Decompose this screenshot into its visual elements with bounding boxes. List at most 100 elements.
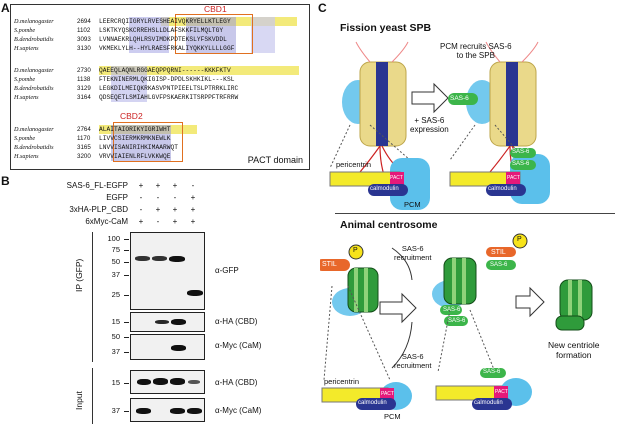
animal-title: Animal centrosome bbox=[340, 219, 438, 231]
band bbox=[187, 408, 202, 414]
blot-gfp bbox=[130, 232, 205, 310]
pact-label: PACT bbox=[507, 175, 520, 181]
species-name: S.pombe bbox=[14, 135, 36, 142]
sequence: FTEKNINERMLQKIGISP-DPDLSKHKIKL---KSL bbox=[99, 76, 235, 83]
blot-label-myc: α-Myc (CaM) bbox=[215, 341, 262, 350]
residue-number: 1170 bbox=[77, 135, 91, 142]
mw-marker: 75 bbox=[111, 245, 120, 254]
new-centriole-label: New centriole formation bbox=[548, 340, 600, 360]
condition-mark: - bbox=[156, 193, 160, 202]
band bbox=[152, 256, 167, 261]
centriole-middle bbox=[432, 233, 528, 326]
residue-number: 2730 bbox=[77, 67, 91, 74]
sequence: LSKTKYQSKCRREHSLLDLAFSKKFILMQLTGY bbox=[99, 27, 224, 34]
band bbox=[171, 345, 186, 351]
sas6-recruitment-bottom: SAS-6 recruitment bbox=[394, 352, 432, 370]
species-name: B.dendrobatidis bbox=[14, 144, 54, 151]
mw-tick bbox=[124, 275, 129, 276]
arrow-icon bbox=[379, 292, 417, 324]
panel-a-letter: A bbox=[1, 1, 10, 15]
ip-bracket bbox=[92, 232, 97, 362]
blot-label-gfp: α-GFP bbox=[215, 266, 239, 275]
blot-input-myc bbox=[130, 398, 205, 422]
ip-label: IP (GFP) bbox=[74, 258, 84, 292]
sas6-recruitment-top-line1: SAS-6 bbox=[401, 244, 424, 253]
pericentrin-left bbox=[329, 158, 430, 210]
sas6-label: SAS-6 bbox=[483, 369, 501, 375]
sas6-label: SAS-6 bbox=[443, 307, 461, 313]
band bbox=[170, 378, 185, 385]
mw-tick bbox=[124, 352, 129, 353]
species-name: B.dendrobatidis bbox=[14, 85, 54, 92]
species-name: S.pombe bbox=[14, 27, 36, 34]
pact-domain-label: PACT domain bbox=[247, 155, 303, 165]
mw-marker: 50 bbox=[111, 257, 120, 266]
sas6-recruitment-bottom-line2: recruitment bbox=[394, 361, 432, 370]
centriole-left bbox=[320, 244, 379, 316]
plus-sas6-line1: + SAS-6 bbox=[414, 116, 445, 125]
cbd1-label: CBD1 bbox=[204, 4, 227, 14]
condition-mark: + bbox=[190, 217, 196, 226]
blot-ha bbox=[130, 312, 205, 332]
band bbox=[136, 408, 151, 414]
spb-right bbox=[448, 41, 539, 176]
panel-c-letter: C bbox=[318, 1, 327, 15]
mw-marker: 50 bbox=[111, 332, 120, 341]
mw-marker: 37 bbox=[111, 270, 120, 279]
pact-label: PACT bbox=[495, 389, 508, 395]
band bbox=[137, 379, 151, 385]
sequence: LNVVISANIRIHKIMAARWQT bbox=[99, 144, 179, 151]
band bbox=[155, 320, 169, 324]
condition-mark: + bbox=[155, 181, 161, 190]
highlight-blue bbox=[111, 66, 147, 102]
plus-sas6-line2: expression bbox=[410, 125, 449, 134]
species-name: H.sapiens bbox=[14, 153, 39, 160]
residue-number: 2694 bbox=[77, 18, 91, 25]
alignment-row: S.pombe 1102 LSKTKYQSKCRREHSLLDLAFSKKFILMQ… bbox=[11, 26, 307, 35]
residue-number: 3164 bbox=[77, 94, 91, 101]
species-name: H.sapiens bbox=[14, 45, 39, 52]
condition-mark: - bbox=[173, 193, 177, 202]
condition-mark: + bbox=[190, 193, 196, 202]
residue-number: 2764 bbox=[77, 126, 91, 133]
mw-marker: 37 bbox=[111, 347, 120, 356]
p-label: P bbox=[517, 236, 522, 243]
condition-mark: + bbox=[172, 205, 178, 214]
sequence: LVNNAEKRLQHLRSVIMDKPDTEKSLYFSKVDDL bbox=[99, 36, 227, 43]
recruit-text-line1: PCM recruits SAS-6 bbox=[440, 42, 512, 51]
sequence: QDSEQETLSMIAHLGVFPSKAERKITSRPPFTRFRRW bbox=[99, 94, 239, 101]
arrow-icon bbox=[411, 82, 449, 114]
mw-marker: 15 bbox=[111, 317, 120, 326]
highlight-blue bbox=[111, 125, 171, 161]
calmodulin-label: calmodulin bbox=[488, 186, 517, 192]
spb-left bbox=[342, 41, 409, 176]
stil-label: STIL bbox=[491, 249, 506, 256]
condition-mark: - bbox=[139, 193, 143, 202]
condition-mark: - bbox=[191, 181, 195, 190]
divider-line bbox=[335, 213, 615, 214]
band bbox=[153, 378, 168, 385]
blot-label-input-ha: α-HA (CBD) bbox=[215, 378, 258, 387]
condition-mark: + bbox=[138, 181, 144, 190]
band bbox=[169, 256, 185, 262]
sequence: VRVVIAIENLRFLVKKWQE bbox=[99, 153, 171, 160]
condition-label: 3xHA-PLP_CBD bbox=[69, 205, 128, 214]
condition-mark: + bbox=[190, 205, 196, 214]
yeast-title: Fission yeast SPB bbox=[340, 22, 432, 34]
residue-number: 1102 bbox=[77, 27, 91, 34]
residue-number: 3200 bbox=[77, 153, 91, 160]
species-name: D.melanogaster bbox=[14, 67, 54, 74]
blot-input-ha bbox=[130, 370, 205, 394]
blot-label-ha: α-HA (CBD) bbox=[215, 317, 258, 326]
sequence: LEGKDILMEIQKRKASVPNTPIEELTSLPTRRKLIRC bbox=[99, 85, 239, 92]
species-name: B.dendrobatidis bbox=[14, 36, 54, 43]
plus-sas6-text: + SAS-6 expression bbox=[410, 116, 449, 134]
sas6-label: SAS-6 bbox=[450, 95, 469, 102]
mw-tick bbox=[124, 411, 129, 412]
